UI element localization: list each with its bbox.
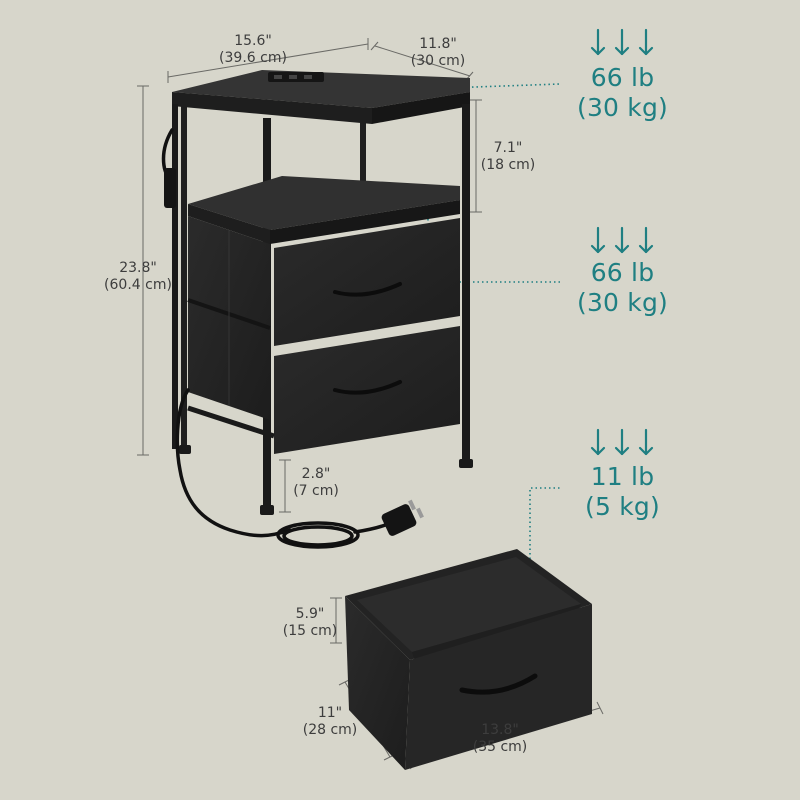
drawer-depth-label: 11" (28 cm) — [290, 705, 370, 739]
height-in: 23.8" — [119, 260, 157, 276]
drawer-lb: 11 lb — [590, 462, 655, 491]
drawer-kg: (5 kg) — [585, 492, 660, 521]
drawer-fronts — [187, 218, 460, 454]
leg-height-label: 2.8" (7 cm) — [276, 466, 356, 500]
frame-back — [181, 104, 366, 454]
down-arrows-icon — [590, 28, 654, 456]
open-drawer-box — [345, 549, 592, 770]
drawer-width-cm: (35 cm) — [472, 739, 528, 755]
plug-icon — [381, 499, 424, 536]
middle-shelf-capacity: 66 lb (30 kg) — [565, 258, 680, 318]
drawer-width-label: 13.8" (35 cm) — [455, 722, 545, 756]
drawer-height-label: 5.9" (15 cm) — [270, 606, 350, 640]
drawer-capacity: 11 lb (5 kg) — [565, 462, 680, 522]
middle-shelf-lb: 66 lb — [590, 258, 655, 287]
middle-shelf-kg: (30 kg) — [576, 288, 668, 317]
drawer-width-in: 13.8" — [481, 722, 519, 738]
drawer-depth-in: 11" — [317, 705, 343, 721]
tabletop — [172, 70, 470, 124]
top-shelf-capacity: 66 lb (30 kg) — [565, 63, 680, 123]
shelf-gap-in: 7.1" — [493, 140, 523, 156]
shelf-gap-label: 7.1" (18 cm) — [468, 140, 548, 174]
side-fabric-panels — [187, 216, 271, 420]
drawer-height-cm: (15 cm) — [282, 623, 338, 639]
leg-height-cm: (7 cm) — [293, 483, 339, 499]
top-depth-cm: (30 cm) — [410, 53, 466, 69]
top-width-label: 15.6" (39.6 cm) — [208, 33, 298, 67]
middle-shelf — [188, 176, 460, 244]
top-width-in: 15.6" — [234, 33, 272, 49]
top-width-cm: (39.6 cm) — [219, 50, 287, 66]
drawer-handle — [459, 673, 538, 695]
height-label: 23.8" (60.4 cm) — [88, 260, 188, 294]
cord-switch-icon — [164, 168, 176, 208]
top-shelf-kg: (30 kg) — [576, 93, 668, 122]
height-cm: (60.4 cm) — [104, 277, 172, 293]
top-depth-label: 11.8" (30 cm) — [393, 36, 483, 70]
upper-drawer-handle — [333, 282, 402, 297]
drawer-depth-cm: (28 cm) — [302, 722, 358, 738]
shelf-gap-cm: (18 cm) — [480, 157, 536, 173]
lower-drawer-handle — [333, 380, 402, 395]
leg-height-in: 2.8" — [301, 466, 331, 482]
upper-drawer — [274, 218, 460, 346]
top-shelf-lb: 66 lb — [590, 63, 655, 92]
top-depth-in: 11.8" — [419, 36, 457, 52]
drawer-height-in: 5.9" — [295, 606, 325, 622]
